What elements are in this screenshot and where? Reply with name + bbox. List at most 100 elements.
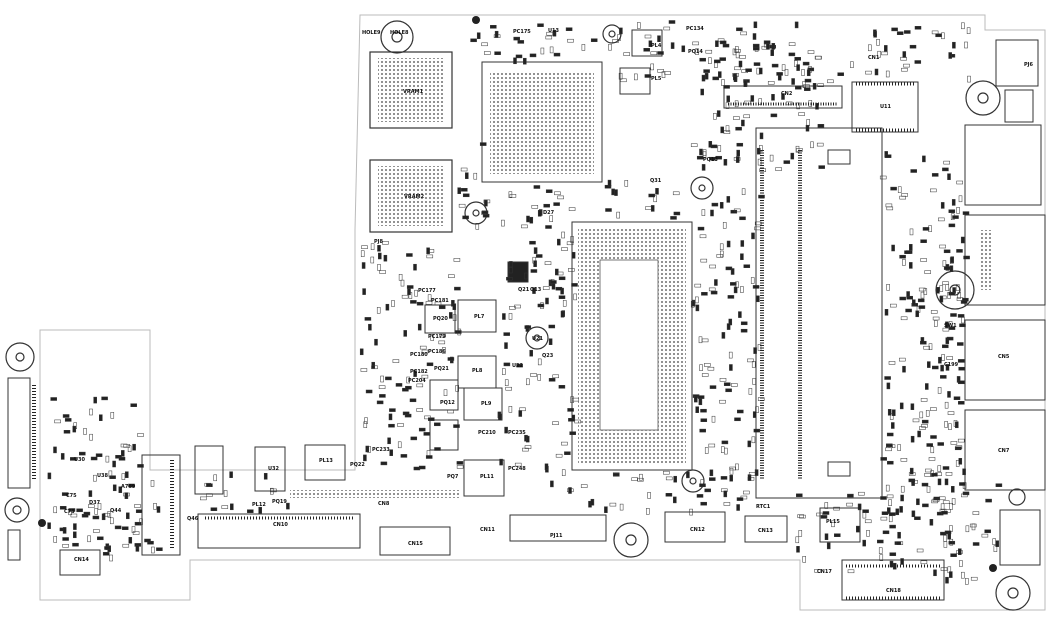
smd-part xyxy=(886,432,894,437)
smd-part xyxy=(670,42,675,49)
smd-part xyxy=(816,142,824,147)
smd-part xyxy=(540,47,545,55)
smd-part xyxy=(796,102,800,110)
hole-b xyxy=(525,326,549,350)
label-cn10: CN10 xyxy=(273,522,288,528)
smd-part xyxy=(515,54,523,59)
smd-part xyxy=(916,498,920,506)
smd-part xyxy=(721,79,725,86)
smd-part xyxy=(568,418,575,422)
smd-part xyxy=(942,466,950,470)
smd-part xyxy=(802,556,806,563)
smd-part xyxy=(911,480,918,484)
smd-part xyxy=(404,413,412,418)
smd-part xyxy=(546,31,553,36)
smd-part xyxy=(940,364,944,372)
smd-part xyxy=(972,511,980,515)
smd-part xyxy=(481,42,488,47)
smd-part xyxy=(921,419,929,424)
smd-part xyxy=(623,52,630,56)
smd-part xyxy=(377,264,381,271)
smd-part xyxy=(454,286,461,291)
smd-part xyxy=(704,363,711,367)
smd-part xyxy=(54,419,61,424)
label-pq14: PQ14 xyxy=(688,49,703,55)
smd-part xyxy=(525,435,530,443)
label-cn2: CN2 xyxy=(781,91,793,97)
smd-part xyxy=(221,505,229,509)
smd-part xyxy=(700,258,708,263)
smd-part xyxy=(721,332,726,339)
smd-part xyxy=(697,226,705,231)
smd-part xyxy=(938,356,942,364)
smd-part xyxy=(930,446,935,454)
label-pc175: PC175 xyxy=(513,29,531,35)
smd-part xyxy=(815,55,822,60)
smd-part xyxy=(383,254,388,262)
smd-part xyxy=(79,451,86,456)
smd-part xyxy=(740,286,744,293)
label-pc210: PC210 xyxy=(478,430,496,436)
smd-part xyxy=(455,330,462,334)
smd-part xyxy=(775,167,782,171)
smd-part xyxy=(637,22,641,29)
smd-part xyxy=(735,51,740,59)
smd-part xyxy=(834,533,841,537)
smd-part xyxy=(530,269,538,273)
smd-part xyxy=(395,383,403,387)
smd-part xyxy=(710,209,714,217)
smd-part xyxy=(359,348,364,356)
smd-part xyxy=(403,330,407,337)
smd-part xyxy=(368,323,372,331)
smd-part xyxy=(899,506,903,513)
smd-part xyxy=(752,43,760,48)
smd-part xyxy=(374,338,378,346)
smd-part xyxy=(566,241,574,246)
label-pc181: PC181 xyxy=(431,298,449,304)
smd-part xyxy=(756,295,760,303)
smd-part xyxy=(911,510,916,518)
smd-part xyxy=(910,403,915,410)
smd-part xyxy=(109,475,116,479)
smd-part xyxy=(522,447,529,452)
smd-part xyxy=(736,27,743,32)
smd-part xyxy=(443,389,448,396)
smd-part xyxy=(939,244,946,249)
smd-part xyxy=(943,535,947,542)
smd-part xyxy=(850,61,854,68)
smd-part xyxy=(716,110,721,117)
smd-part xyxy=(920,337,925,344)
component-labels: HOLE9 HOLE8 PC175 U13 PL4 PC134 PQ14 CN1… xyxy=(64,26,1034,594)
smd-part xyxy=(562,300,567,307)
smd-part xyxy=(909,262,913,269)
smd-part xyxy=(889,512,896,516)
smd-part xyxy=(548,338,553,345)
smd-part xyxy=(509,261,513,268)
smd-part xyxy=(537,23,544,27)
smd-part xyxy=(903,63,910,68)
smd-part xyxy=(751,436,756,444)
smd-part xyxy=(571,252,576,259)
smd-part xyxy=(700,418,708,422)
smd-part xyxy=(931,499,938,504)
smd-part xyxy=(702,149,707,156)
smd-part xyxy=(701,164,706,171)
smd-part xyxy=(63,430,71,434)
smd-part xyxy=(556,271,564,276)
right-ports xyxy=(964,124,1046,566)
smd-part xyxy=(115,455,122,459)
smd-part xyxy=(877,50,881,58)
smd-part xyxy=(532,287,536,294)
smd-part xyxy=(379,270,386,274)
label-cn12: CN12 xyxy=(690,527,705,533)
smd-part xyxy=(790,152,795,160)
smd-part xyxy=(672,191,680,196)
smd-part xyxy=(634,73,638,81)
label-pc235: PC235 xyxy=(508,430,526,436)
smd-part xyxy=(553,52,561,57)
smd-part xyxy=(922,503,929,508)
smd-part xyxy=(741,119,745,127)
smd-part xyxy=(735,46,739,53)
smd-part xyxy=(901,67,908,72)
